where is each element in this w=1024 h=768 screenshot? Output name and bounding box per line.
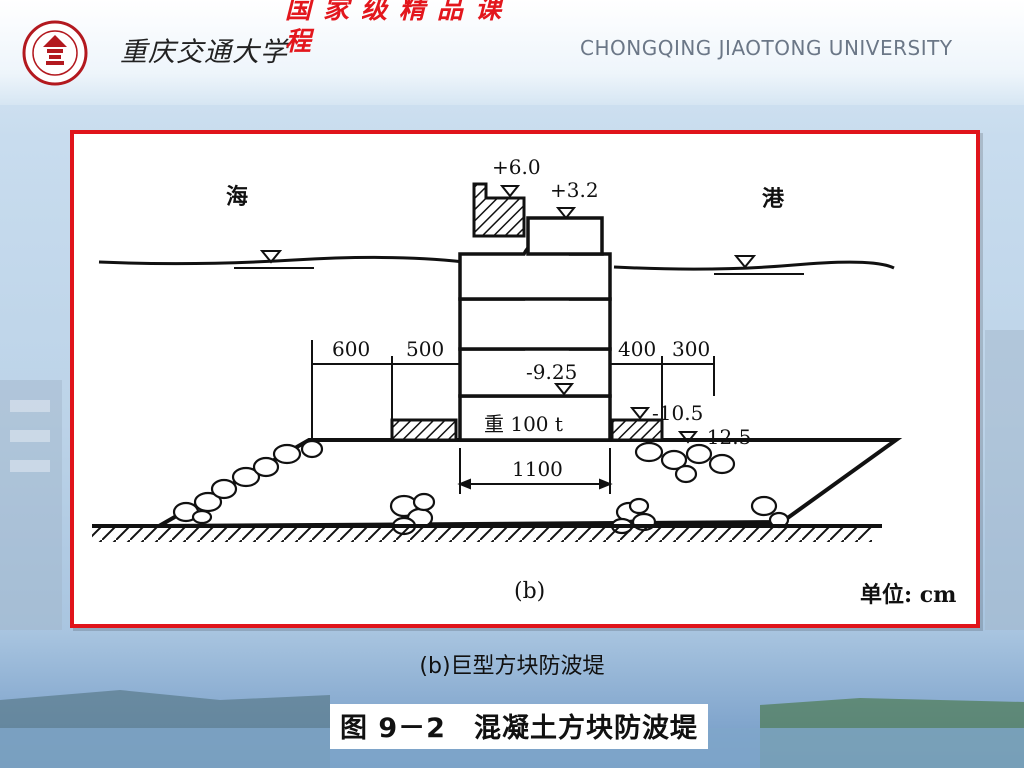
armor-stones-left — [172, 439, 324, 525]
dimension-line-top — [311, 340, 715, 440]
dim-300: 300 — [672, 337, 710, 361]
course-title-line1: 国家级精品课 — [285, 0, 514, 25]
dim-500: 500 — [406, 337, 444, 361]
elev-marker-toe — [629, 407, 651, 420]
water-level-marker-right — [733, 255, 757, 269]
crown-wall — [472, 182, 526, 238]
university-logo — [22, 20, 88, 86]
elev-top-label: +6.0 — [492, 155, 541, 179]
elev-marker-base — [553, 383, 575, 396]
armor-stones-right — [634, 441, 790, 529]
deck-block — [526, 216, 604, 256]
sea-side-label: 海 — [226, 184, 248, 210]
toe-block-left — [390, 418, 458, 442]
dim-600: 600 — [332, 337, 370, 361]
elev-marker-bottom — [677, 431, 699, 444]
sub-figure-label: (b) — [514, 579, 545, 604]
toe-block-right — [610, 418, 664, 442]
figure-caption: (b)巨型方块防波堤 — [419, 654, 605, 679]
dim-400: 400 — [618, 337, 656, 361]
figure-title: 图 9－2 混凝土方块防波堤 — [330, 704, 708, 749]
course-title-line2: 程 — [285, 27, 324, 57]
harbor-side-label: 港 — [762, 186, 785, 212]
breakwater-diagram: 海 港 — [92, 155, 956, 608]
elev-toe-label: -10.5 — [652, 401, 703, 425]
elev-deck-label: +3.2 — [550, 178, 599, 202]
water-surface-right — [613, 255, 895, 275]
block-base — [458, 394, 612, 442]
water-level-marker-left — [259, 250, 283, 264]
water-surface-left — [98, 250, 465, 269]
diagram-frame: 海 港 — [70, 130, 980, 628]
elev-base-label: -9.25 — [526, 360, 577, 384]
header-band — [0, 0, 1024, 105]
school-name-en: CHONGQING JIAOTONG UNIVERSITY — [580, 36, 953, 60]
dim-1100: 1100 — [512, 457, 563, 481]
elev-marker-top — [499, 185, 521, 198]
elev-bottom-label: -12.5 — [700, 425, 751, 449]
course-title: 国家级精品课 程 — [285, 0, 545, 58]
dimension-line-bottom — [457, 448, 613, 494]
concrete-block-stack — [458, 216, 612, 442]
unit-label: 单位: cm — [860, 582, 956, 608]
elev-marker-deck — [555, 207, 577, 220]
block-weight-label: 重 100 t — [484, 412, 563, 436]
seabed-hatch — [92, 528, 872, 542]
school-name-cn: 重庆交通大学 — [120, 37, 288, 68]
